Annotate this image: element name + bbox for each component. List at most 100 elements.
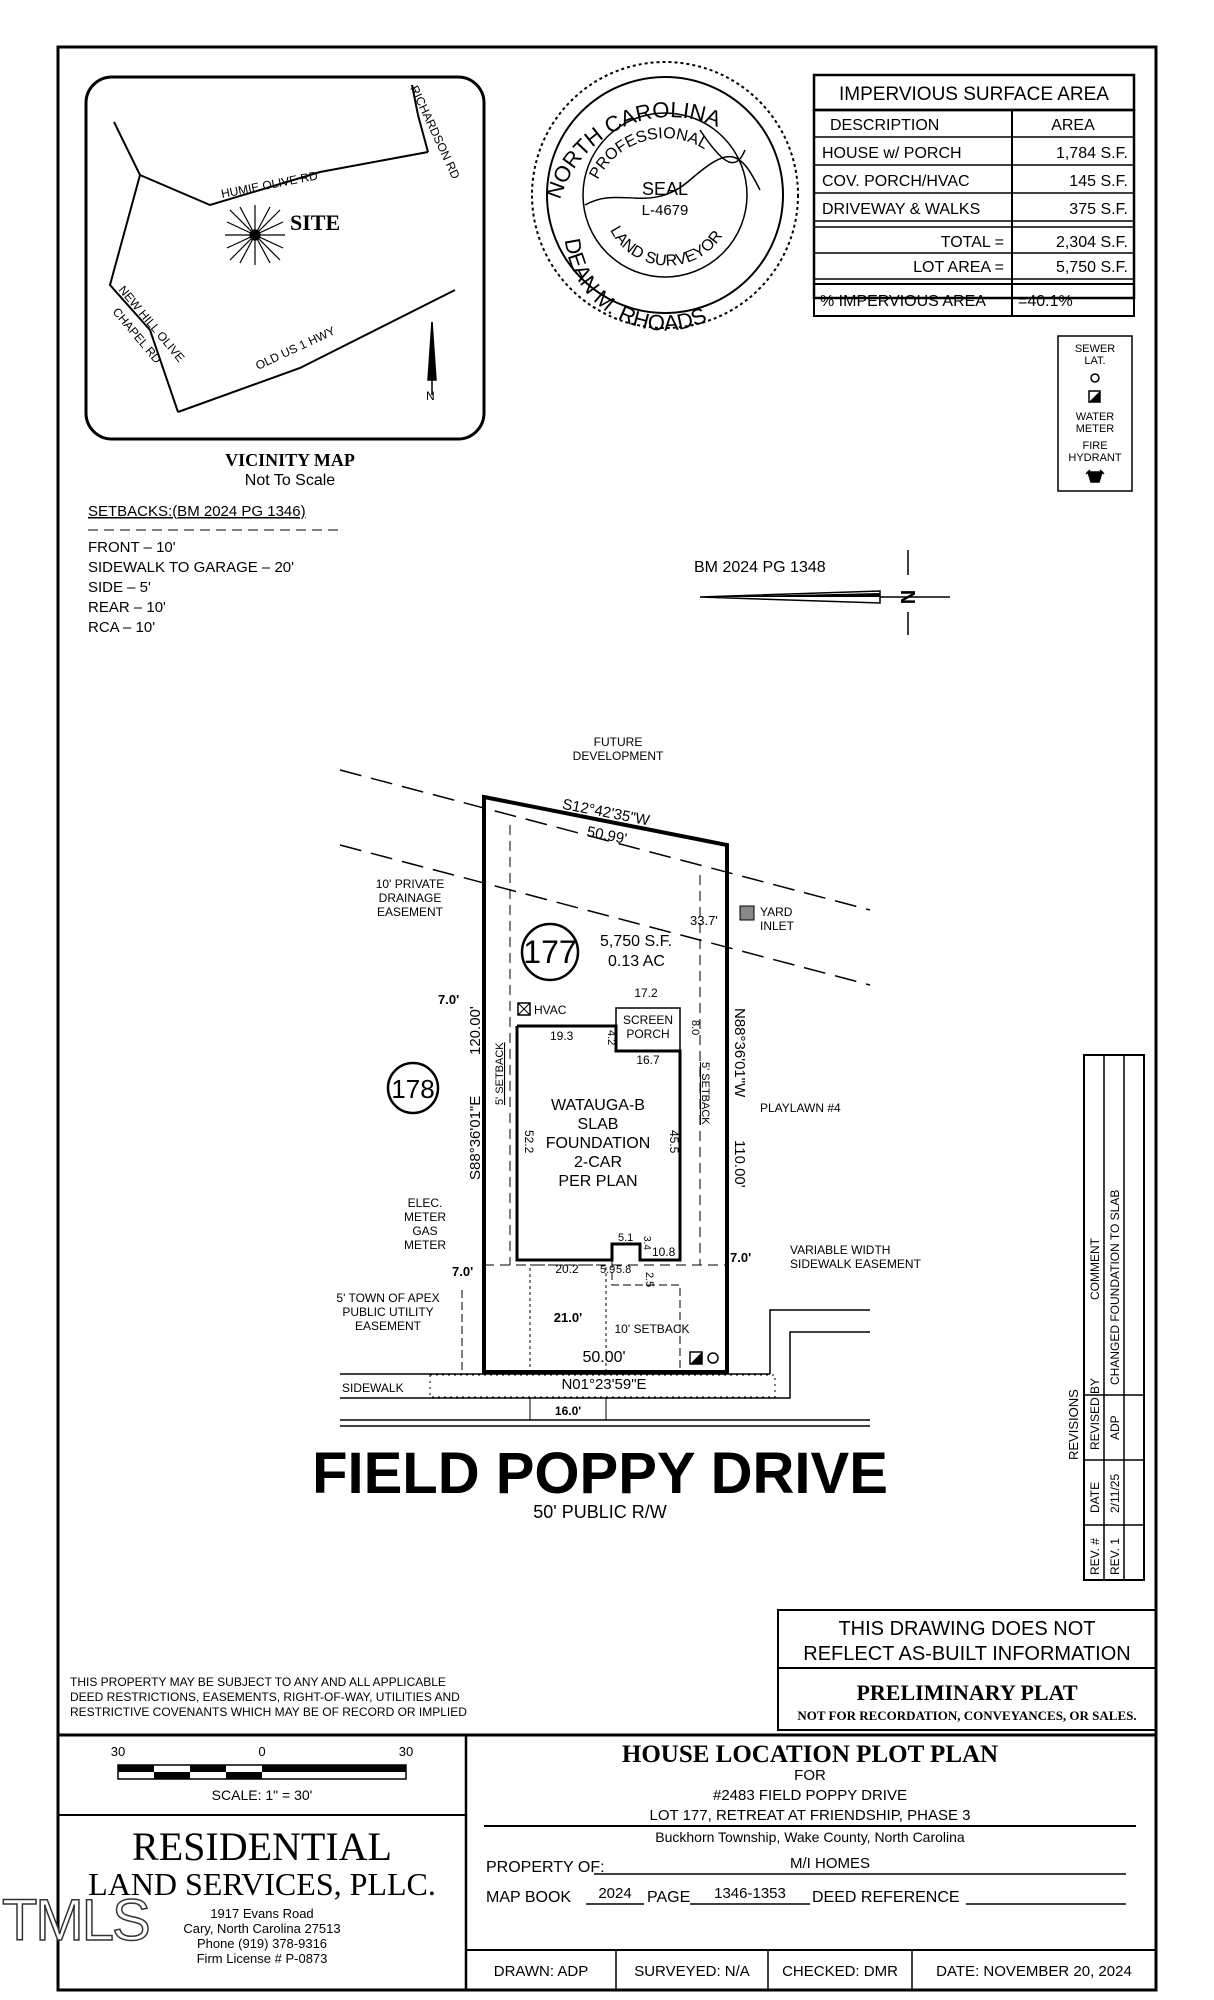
road-new-hill — [108, 174, 179, 413]
dim-59: 5.9 — [600, 1264, 615, 1276]
sheet-border — [56, 45, 1158, 1992]
rev-header: REV. # — [1088, 1538, 1102, 1575]
setbacks-block: SETBACKS:(BM 2024 PG 1346) FRONT – 10' S… — [88, 503, 340, 636]
site-label: SITE — [290, 210, 340, 235]
bearing-right: N88°36'01"W — [731, 1008, 748, 1098]
company-addr1: 1917 Evans Road — [210, 1906, 313, 1921]
dim-16: 16.0' — [555, 1404, 581, 1418]
dim-7-top: 7.0' — [438, 992, 459, 1007]
page-value: 1346-1353 — [714, 1885, 786, 1902]
impervious-row-desc: HOUSE w/ PORCH — [822, 145, 962, 162]
town-3: EASEMENT — [355, 1319, 422, 1333]
lot-178-badge — [386, 1061, 440, 1115]
street-name: FIELD POPPY DRIVE — [312, 1441, 888, 1506]
elec-label: METER — [404, 1210, 446, 1224]
sewer-cleanout-icon — [707, 1352, 719, 1364]
restriction-line: THIS PROPERTY MAY BE SUBJECT TO ANY AND … — [70, 1675, 446, 1689]
lot-177-badge — [520, 922, 580, 982]
variable-1: VARIABLE WIDTH — [790, 1243, 890, 1257]
elec-label: GAS — [412, 1224, 437, 1238]
impervious-col-area: AREA — [1051, 117, 1095, 134]
plan-township: Buckhorn Township, Wake County, North Ca… — [655, 1829, 965, 1845]
dim-7-right: 7.0' — [730, 1250, 751, 1265]
rev-cell: REV. 1 — [1108, 1538, 1122, 1575]
drive-apron — [529, 1397, 607, 1421]
title-block: HOUSE LOCATION PLOT PLAN FOR #2483 FIELD… — [484, 1741, 1136, 1906]
dim-21: 21.0' — [554, 1310, 582, 1325]
dim-108: 10.8 — [652, 1245, 676, 1259]
plan-address: #2483 FIELD POPPY DRIVE — [713, 1787, 907, 1804]
playlawn-label: PLAYLAWN #4 — [760, 1101, 841, 1115]
porch-label-1: SCREEN — [623, 1013, 673, 1027]
notice-line2: REFLECT AS-BUILT INFORMATION — [803, 1643, 1130, 1665]
lot-178-number: 178 — [391, 1074, 434, 1104]
north-letter: N — [898, 590, 920, 604]
town-2: PUBLIC UTILITY — [342, 1305, 433, 1319]
dist-left: 120.00' — [467, 1006, 484, 1055]
road-old-us1 — [177, 289, 456, 413]
sewer-cleanout-icon — [1090, 373, 1100, 383]
house-label: 2-CAR — [574, 1154, 622, 1171]
checked-by: CHECKED: DMR — [782, 1963, 898, 1980]
legend-fire-2: HYDRANT — [1068, 452, 1121, 464]
fire-hydrant-icon — [1085, 469, 1105, 483]
seal-word: SEAL — [642, 179, 688, 199]
vicinity-frame — [84, 75, 486, 441]
sidewalk-label: SIDEWALK — [342, 1381, 404, 1395]
road-label-humie: HUMIE OLIVE RD — [220, 168, 319, 201]
restriction-line: DEED RESTRICTIONS, EASEMENTS, RIGHT-OF-W… — [70, 1690, 460, 1704]
yard-inlet-icon — [739, 905, 755, 921]
plan-lot: LOT 177, RETREAT AT FRIENDSHIP, PHASE 3 — [650, 1807, 971, 1824]
variable-2: SIDEWALK EASEMENT — [790, 1257, 922, 1271]
legend-water-2: METER — [1076, 423, 1115, 435]
company-phone: Phone (919) 378-9316 — [197, 1936, 327, 1951]
setback-item: REAR – 10' — [88, 599, 166, 616]
north-ref: BM 2024 PG 1348 — [694, 559, 826, 576]
dim-172: 17.2 — [634, 986, 658, 1000]
revisions-title: REVISIONS — [1066, 1389, 1081, 1460]
lot-acres: 0.13 AC — [608, 953, 665, 970]
company-block: RESIDENTIAL LAND SERVICES, PLLC. 1917 Ev… — [88, 1824, 436, 1966]
dim-7-left: 7.0' — [452, 1264, 473, 1279]
tmls-watermark: TMLS — [2, 1888, 149, 1953]
company-addr2: Cary, North Carolina 27513 — [183, 1921, 340, 1936]
road-humie-olive — [113, 121, 429, 207]
company-name-1: RESIDENTIAL — [132, 1824, 392, 1869]
impervious-row-area: 145 S.F. — [1069, 173, 1128, 190]
setback-front-label: 10' SETBACK — [615, 1322, 690, 1336]
site-star-icon — [225, 205, 285, 265]
impervious-table: IMPERVIOUS SURFACE AREA DESCRIPTION AREA… — [812, 73, 1136, 317]
rev-cell: 2/11/25 — [1108, 1474, 1122, 1513]
dim-167: 16.7 — [636, 1053, 660, 1067]
hvac-label: HVAC — [534, 1003, 567, 1017]
vicinity-north-arrow-icon: N — [426, 321, 437, 403]
road-label-richardson: RICHARDSON RD — [407, 83, 463, 181]
seal-surveyor: LAND SURVEYOR — [606, 223, 726, 269]
driveway — [529, 1264, 607, 1373]
yard-inlet-2: INLET — [760, 919, 795, 933]
legend-sewer-2: LAT. — [1084, 355, 1105, 367]
impervious-title: IMPERVIOUS SURFACE AREA — [839, 84, 1109, 105]
rev-header: COMMENT — [1088, 1237, 1102, 1300]
notice-block: THIS DRAWING DOES NOT REFLECT AS-BUILT I… — [777, 1609, 1157, 1731]
setback-item: SIDE – 5' — [88, 579, 151, 596]
mapbook-label: MAP BOOK — [486, 1889, 571, 1906]
deed-label: DEED REFERENCE — [812, 1889, 960, 1906]
legend-sewer-1: SEWER — [1075, 343, 1115, 355]
screen-porch — [615, 1007, 681, 1052]
mapbook-value: 2024 — [598, 1885, 631, 1902]
lot-number: 177 — [523, 934, 576, 970]
town-1: 5' TOWN OF APEX — [336, 1291, 439, 1305]
scale-mid: 0 — [258, 1744, 265, 1759]
impervious-total-value: 2,304 S.F. — [1056, 234, 1128, 251]
house-label: FOUNDATION — [546, 1135, 651, 1152]
svg-text:N: N — [426, 389, 435, 403]
lot-boundary — [482, 794, 729, 1374]
dim-202: 20.2 — [555, 1262, 579, 1276]
dim-33: 33.7' — [690, 913, 718, 928]
drainage-2: DRAINAGE — [379, 891, 442, 905]
bearing-left: S88°36'01"E — [467, 1096, 484, 1180]
company-license: Firm License # P-0873 — [197, 1951, 328, 1966]
plan-title: HOUSE LOCATION PLOT PLAN — [622, 1741, 998, 1768]
